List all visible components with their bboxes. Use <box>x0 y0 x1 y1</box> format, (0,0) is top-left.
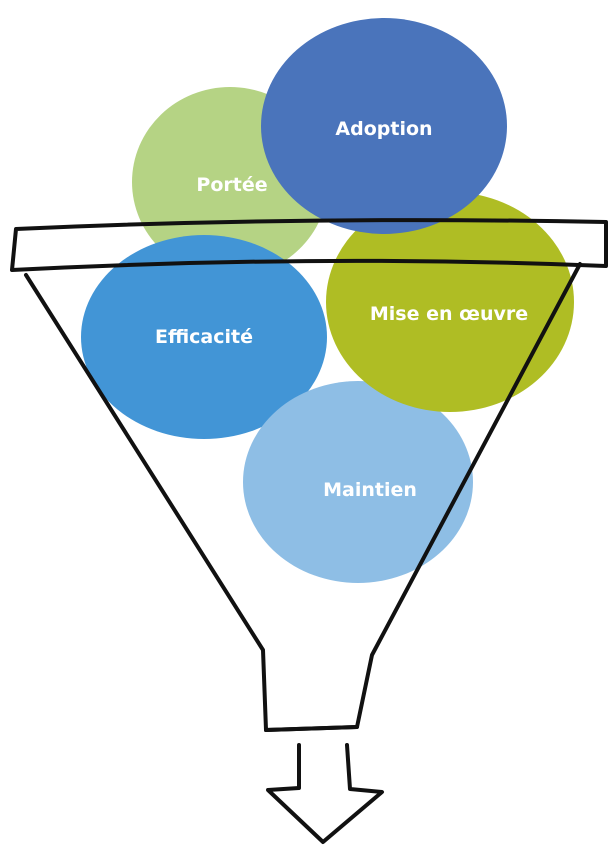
blob-mise-en-oeuvre: Mise en œuvre <box>326 192 574 412</box>
blob-adoption-shape <box>261 18 507 234</box>
blob-maintien: Maintien <box>243 381 473 583</box>
blob-maintien-shape <box>243 381 473 583</box>
blob-adoption: Adoption <box>261 18 507 234</box>
blob-mise-en-oeuvre-shape <box>326 192 574 412</box>
funnel-rim <box>10 218 608 272</box>
blob-efficacite-label: Efficacité <box>155 326 253 348</box>
funnel-spout-base <box>264 725 359 732</box>
blob-portee-label: Portée <box>196 174 267 196</box>
blob-efficacite: Efficacité <box>81 235 327 439</box>
blob-efficacite-shape <box>81 235 327 439</box>
blob-maintien-label: Maintien <box>323 479 417 501</box>
output-arrow <box>266 743 384 844</box>
blob-adoption-label: Adoption <box>335 118 432 140</box>
blob-mise-en-oeuvre-label: Mise en œuvre <box>370 303 528 325</box>
